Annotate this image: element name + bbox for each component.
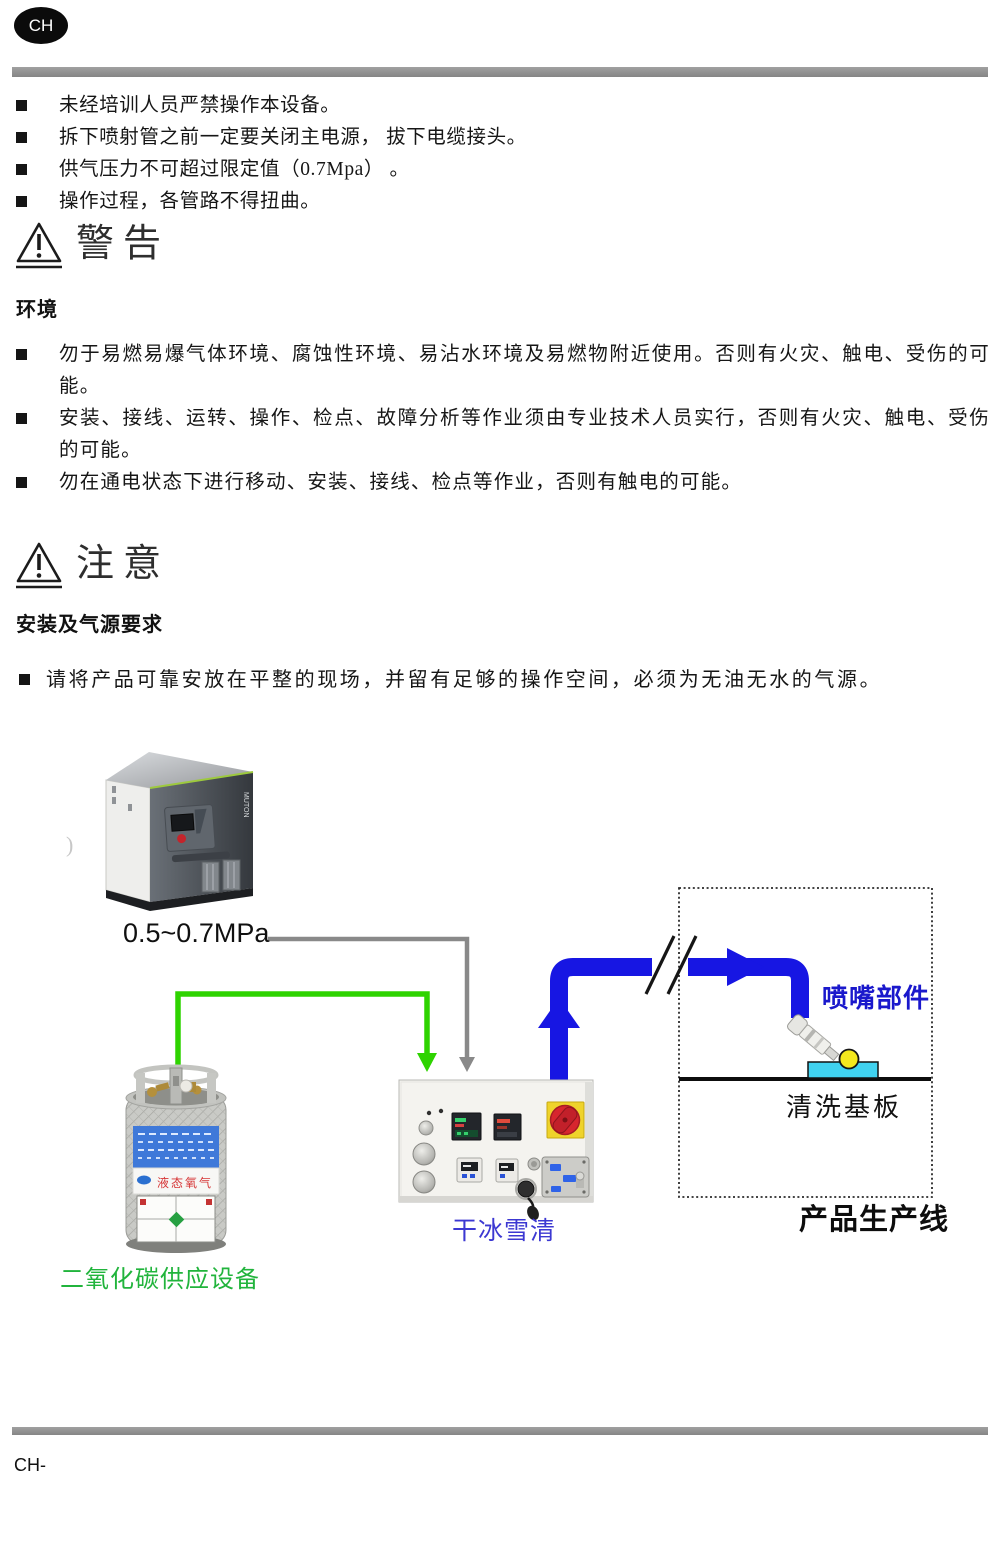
co2-supply-label: 二氧化碳供应设备 <box>60 1267 260 1293</box>
top-divider <box>12 67 988 77</box>
bottom-divider <box>12 1427 988 1435</box>
nozzle-label: 喷嘴部件 <box>822 984 931 1013</box>
language-badge: CH <box>14 7 68 44</box>
control-panel-image <box>398 1079 594 1221</box>
warning-triangle-icon <box>16 222 62 269</box>
machine-label: 干冰雪清 <box>452 1218 557 1245</box>
bullet-square-icon <box>16 132 27 143</box>
stray-paren-mark: ) <box>66 832 74 857</box>
caution-title: 注意 <box>76 543 171 585</box>
list-item: 未经培训人员严禁操作本设备。 <box>16 90 990 122</box>
language-badge-text: CH <box>28 15 54 35</box>
list-item-text: 请将产品可靠安放在平整的现场，并留有足够的操作空间，必须为无油无水的气源。 <box>46 669 883 691</box>
list-item-text: 操作过程，各管路不得扭曲。 <box>59 191 321 212</box>
section-heading-environment: 环境 <box>16 299 58 321</box>
bullet-square-icon <box>16 196 27 207</box>
list-item: 供气压力不可超过限定值（0.7Mpa） 。 <box>16 154 990 186</box>
substrate-label: 清洗基板 <box>786 1093 903 1122</box>
environment-list: 勿于易燃易爆气体环境、腐蚀性环境、易沾水环境及易燃物附近使用。否则有火灾、触电、… <box>16 339 990 499</box>
list-item: 请将产品可靠安放在平整的现场，并留有足够的操作空间，必须为无油无水的气源。 <box>16 664 990 696</box>
warning-title: 警告 <box>76 223 171 265</box>
compressed-air-pipe <box>268 936 475 1072</box>
warning-triangle-icon <box>16 542 62 589</box>
diagram-canvas: MUTON <box>105 752 933 1253</box>
system-diagram: ) <box>0 730 1000 1310</box>
list-item-text: 拆下喷射管之前一定要关闭主电源， 拔下电缆接头。 <box>59 127 527 148</box>
air-compressor-image: MUTON <box>105 752 254 911</box>
bullet-square-icon <box>16 413 27 424</box>
bullet-square-icon <box>19 674 30 685</box>
list-item: 安装、接线、运转、操作、检点、故障分析等作业须由专业技术人员实行，否则有火灾、触… <box>16 403 990 467</box>
list-item-text: 安装、接线、运转、操作、检点、故障分析等作业须由专业技术人员实行，否则有火灾、触… <box>59 408 990 461</box>
list-item: 勿于易燃易爆气体环境、腐蚀性环境、易沾水环境及易燃物附近使用。否则有火灾、触电、… <box>16 339 990 403</box>
tank-sticker-text: 液态氧气 <box>157 1175 213 1190</box>
co2-pipe <box>175 991 437 1072</box>
bullet-square-icon <box>16 100 27 111</box>
nozzle-image <box>787 1014 840 1062</box>
list-item: 拆下喷射管之前一定要关闭主电源， 拔下电缆接头。 <box>16 122 990 154</box>
bullet-square-icon <box>16 477 27 488</box>
list-item: 操作过程，各管路不得扭曲。 <box>16 186 990 218</box>
production-line-label: 产品生产线 <box>799 1204 950 1236</box>
section-heading-installation: 安装及气源要求 <box>16 614 163 636</box>
blast-pipe <box>538 948 809 1080</box>
list-item-text: 未经培训人员严禁操作本设备。 <box>59 95 341 116</box>
spray-point <box>838 1048 860 1070</box>
installation-list: 请将产品可靠安放在平整的现场，并留有足够的操作空间，必须为无油无水的气源。 <box>16 664 990 696</box>
caution-header: 注意 <box>14 541 170 589</box>
list-item-text: 勿于易燃易爆气体环境、腐蚀性环境、易沾水环境及易燃物附近使用。否则有火灾、触电、… <box>59 344 990 397</box>
flow-right-arrow <box>727 948 764 986</box>
bullet-square-icon <box>16 164 27 175</box>
production-line-box <box>678 887 933 1198</box>
bullet-square-icon <box>16 349 27 360</box>
pressure-label: 0.5~0.7MPa <box>123 918 270 948</box>
pipe-break-marks <box>644 935 698 995</box>
list-item-text: 勿在通电状态下进行移动、安装、接线、检点等作业，否则有触电的可能。 <box>59 472 743 493</box>
co2-tank-image: 液态氧气 <box>125 1064 227 1253</box>
footer-page-code: CH- <box>14 1455 46 1475</box>
list-item: 勿在通电状态下进行移动、安装、接线、检点等作业，否则有触电的可能。 <box>16 467 990 499</box>
flow-up-arrow <box>538 998 580 1028</box>
compressor-logo-text: MUTON <box>242 792 249 818</box>
warning-header: 警告 <box>14 221 170 269</box>
list-item-text: 供气压力不可超过限定值（0.7Mpa） 。 <box>59 159 410 180</box>
safety-list: 未经培训人员严禁操作本设备。 拆下喷射管之前一定要关闭主电源， 拔下电缆接头。 … <box>16 90 990 218</box>
